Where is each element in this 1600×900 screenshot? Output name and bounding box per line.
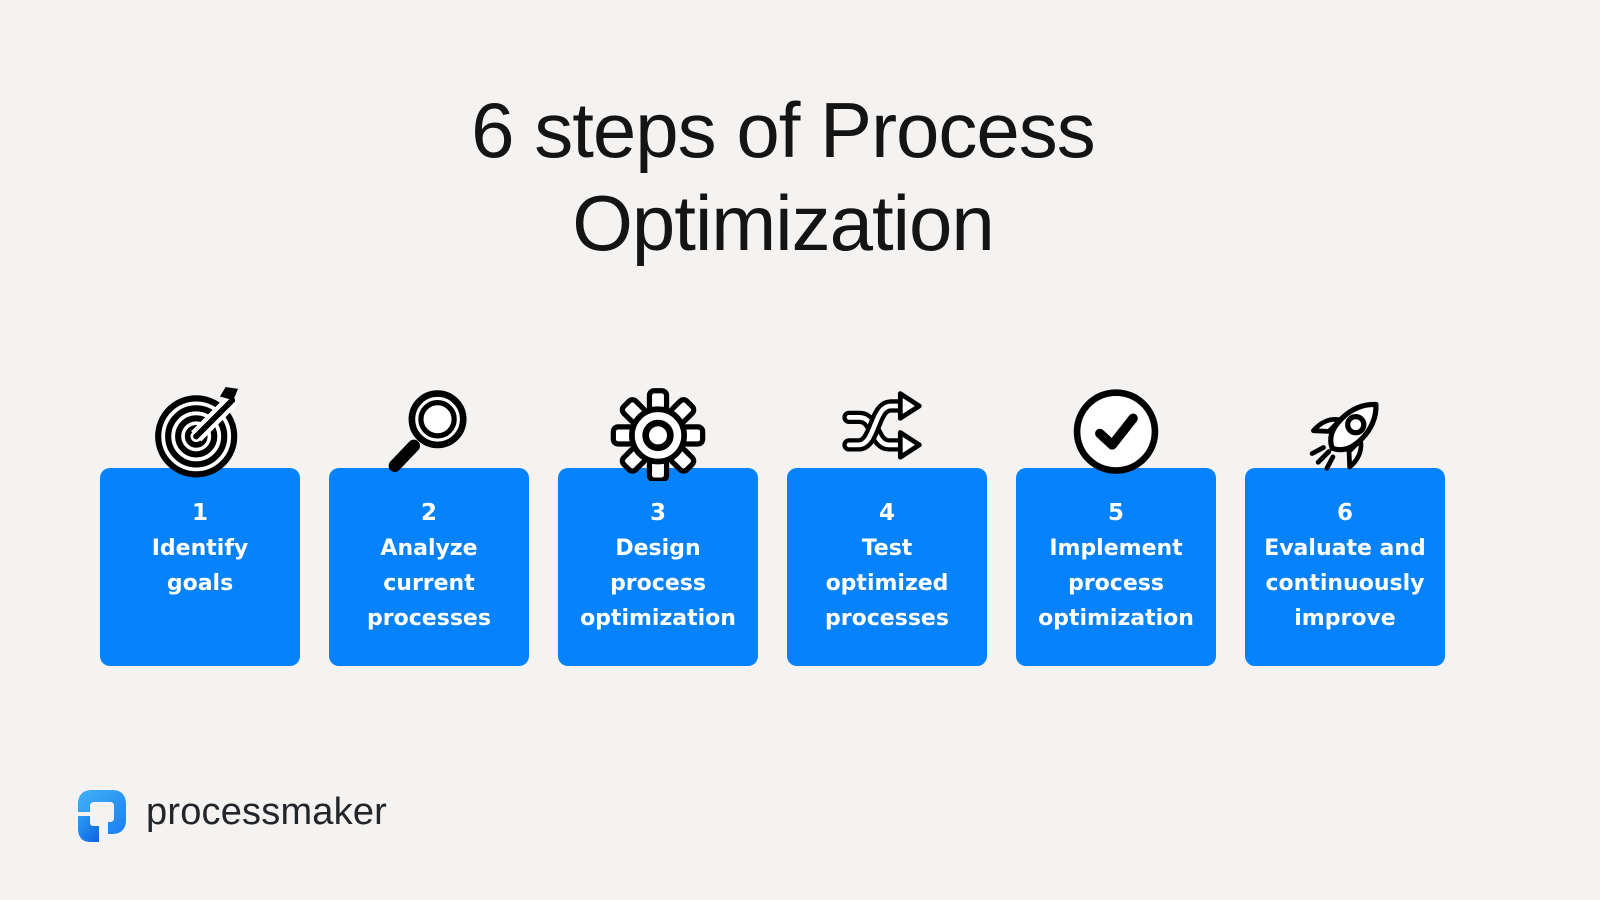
- step-number: 2: [420, 500, 437, 526]
- step-card-4: 4 Test optimized processes: [787, 391, 987, 666]
- page-title: 6 steps of Process Optimization: [0, 84, 1566, 270]
- processmaker-logo-text: processmaker: [146, 790, 388, 833]
- step-card-3: 3 Design process optimization: [558, 388, 758, 666]
- step-number: 6: [1336, 500, 1353, 526]
- step-label: Test optimized processes: [825, 536, 949, 631]
- step-label: Analyze current processes: [367, 536, 491, 631]
- page-title-line2: Optimization: [572, 179, 995, 267]
- target-icon: [153, 386, 248, 481]
- shuffle-icon: [840, 386, 935, 481]
- page-title-line1: 6 steps of Process: [471, 86, 1096, 174]
- step-number: 3: [649, 500, 666, 526]
- check-circle-icon: [1069, 386, 1164, 481]
- step-number: 5: [1107, 500, 1124, 526]
- gear-icon: [610, 386, 706, 481]
- rocket-icon: [1298, 386, 1393, 481]
- step-label: Implement process optimization: [1038, 536, 1194, 631]
- step-card-6: 6 Evaluate and continuously improve: [1245, 401, 1445, 666]
- step-label: Evaluate and continuously improve: [1264, 536, 1426, 631]
- magnifier-icon: [382, 386, 477, 481]
- step-number: 4: [878, 500, 895, 526]
- step-label: Design process optimization: [580, 536, 736, 631]
- step-card-2: 2 Analyze current processes: [329, 390, 529, 666]
- processmaker-logo: processmaker: [68, 780, 387, 844]
- processmaker-logo-mark: [68, 780, 132, 844]
- step-label: Identify goals: [151, 536, 249, 596]
- steps-row: 1 Identify goals 2 Analyze current proce…: [100, 386, 1445, 666]
- step-number: 1: [191, 500, 208, 526]
- step-card-1: 1 Identify goals: [100, 386, 300, 666]
- step-card-5: 5 Implement process optimization: [1016, 389, 1216, 666]
